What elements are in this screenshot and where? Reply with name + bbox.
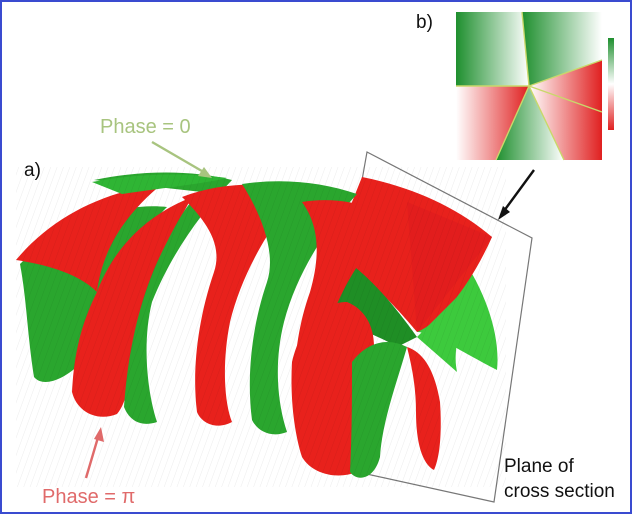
panel-a-label: a): [24, 160, 41, 181]
inset-sector-green-top-left: [456, 12, 529, 86]
inset-sector-red-right: [529, 60, 602, 112]
inset-sector-green-bottom: [496, 86, 564, 160]
inset-sector-green-top-right: [522, 12, 602, 86]
plane-of-cross-section-label: Plane of cross section: [504, 454, 615, 504]
phase-zero-arrow: [151, 140, 212, 178]
panel-b-label: b): [416, 12, 433, 33]
helical-wavefront: [16, 167, 506, 487]
inset-sector-red-bottom-left: [456, 86, 529, 160]
plane-label-line-2: cross section: [504, 481, 615, 502]
phase-zero-label: Phase = 0: [100, 116, 191, 138]
phase-pi-arrow: [84, 427, 104, 479]
phase-pi-label: Phase = π: [42, 486, 136, 508]
inset-colorbar: [608, 38, 614, 130]
phase-cross-section-inset: [456, 11, 614, 161]
inset-sector-red-bottom-right: [529, 86, 602, 160]
plane-label-line-1: Plane of: [504, 456, 574, 477]
